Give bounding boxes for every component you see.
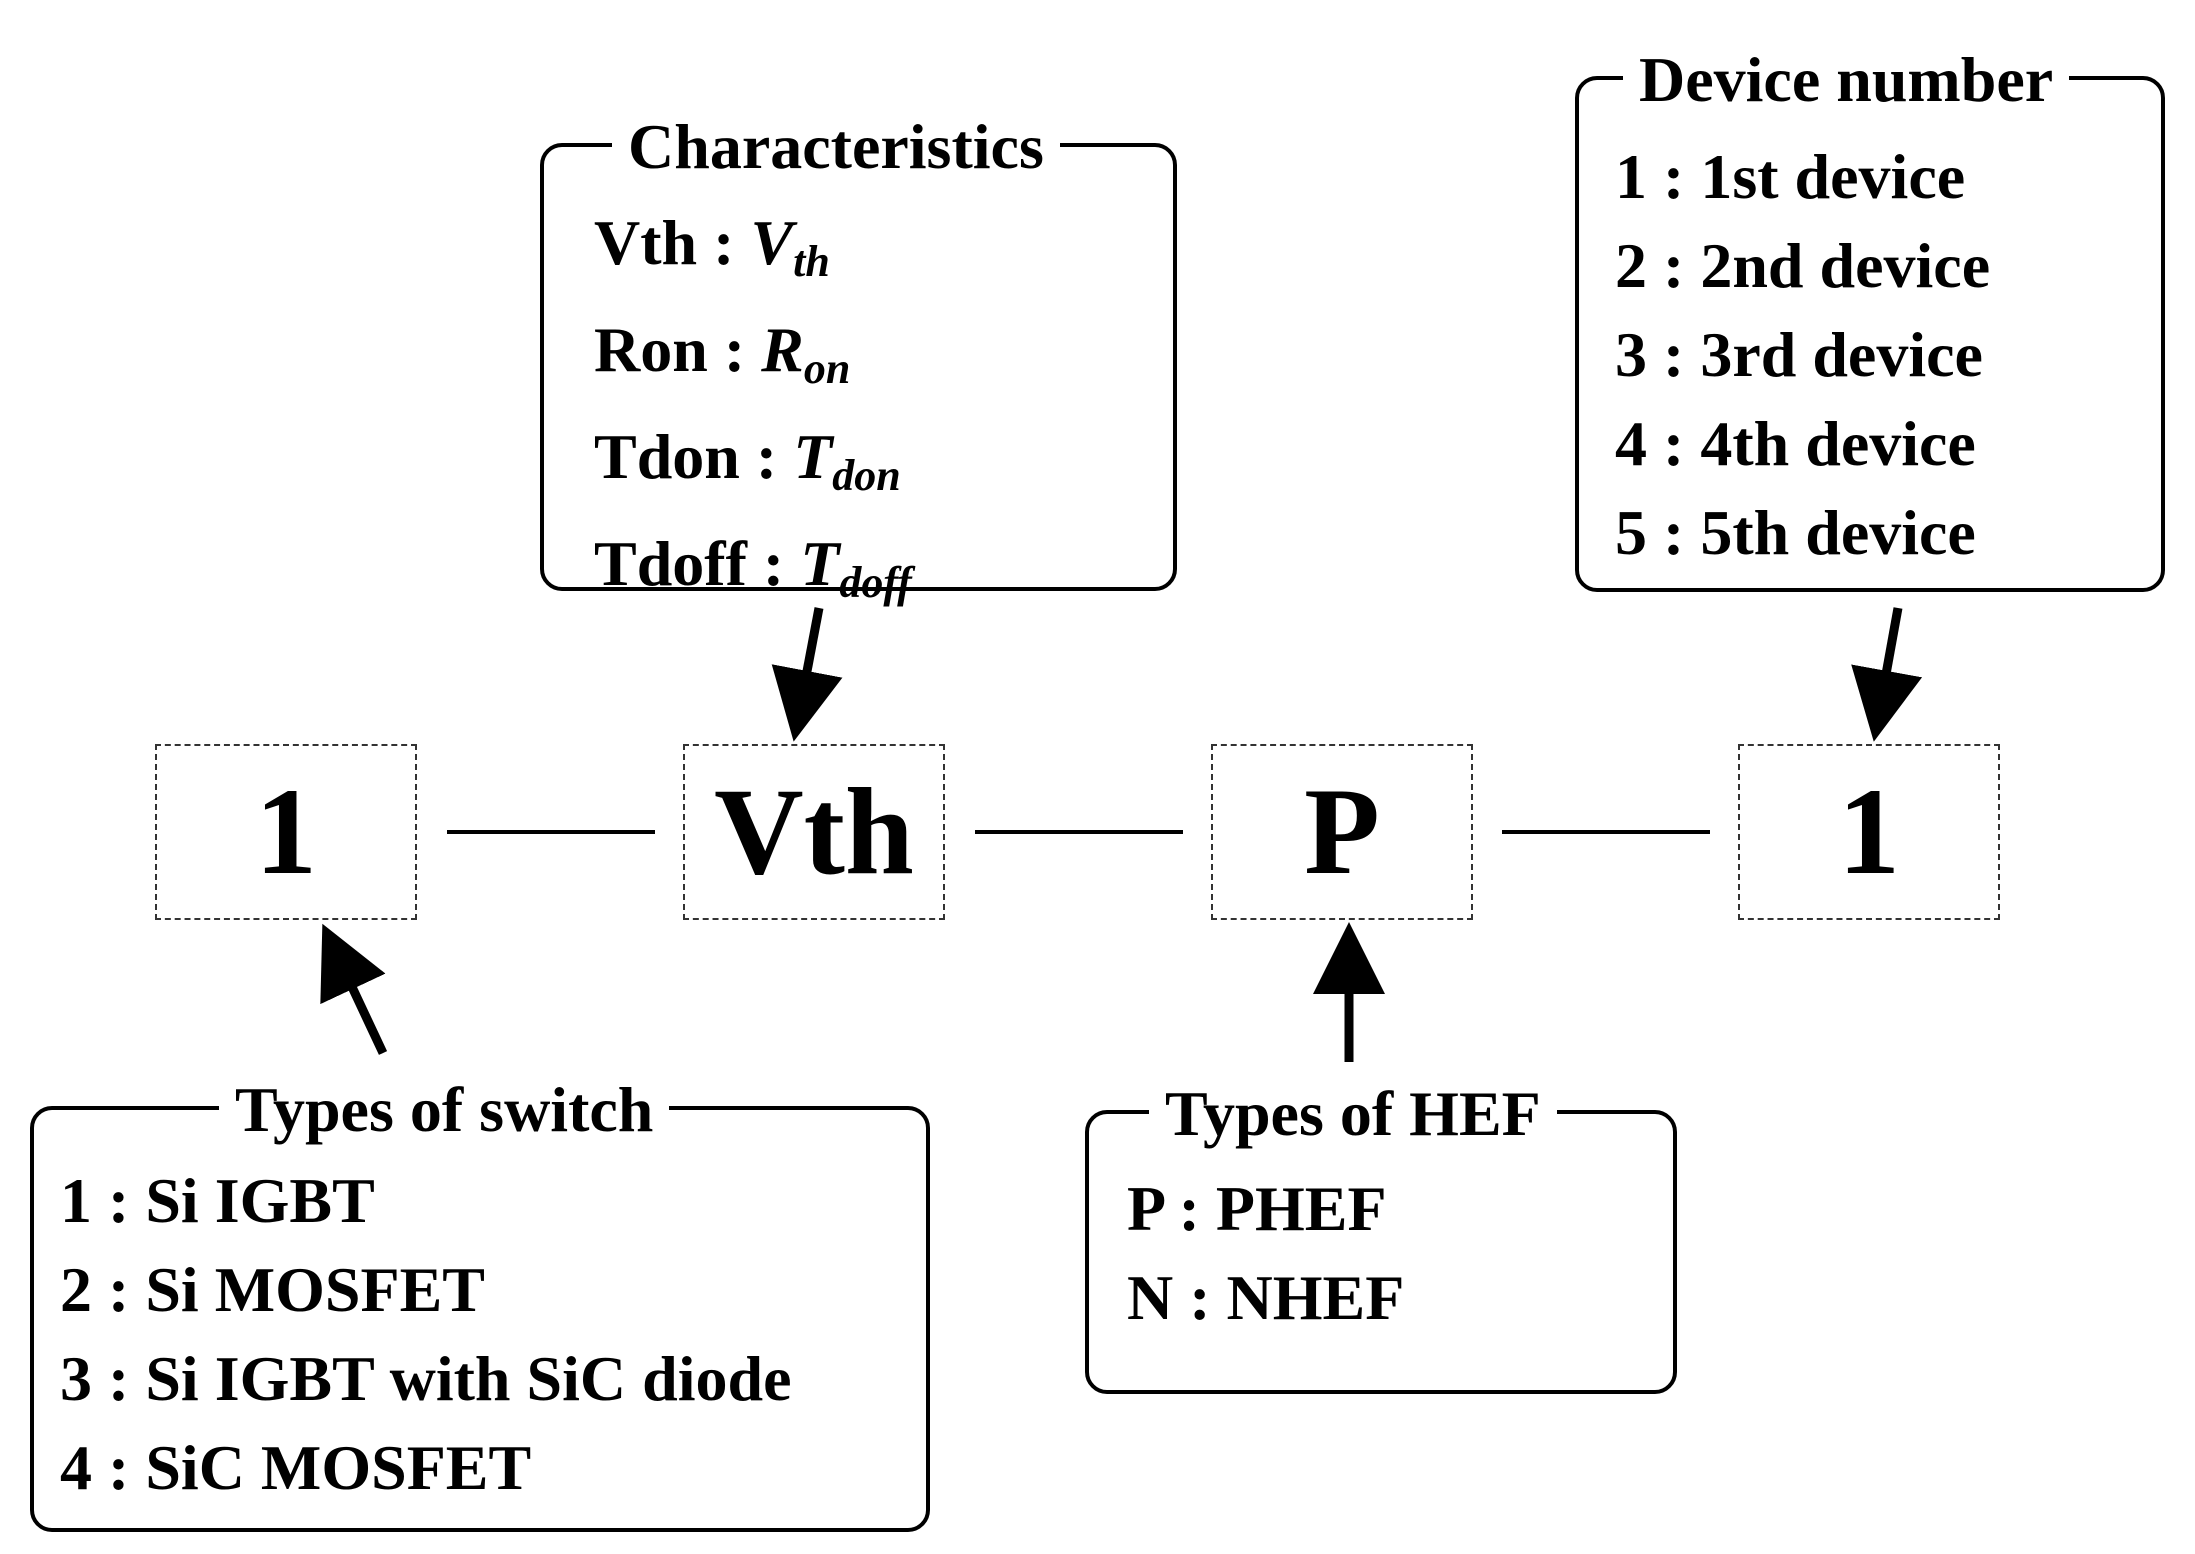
hef-type-item: P : PHEF xyxy=(1127,1173,1387,1244)
code-device-number-value: 1 xyxy=(1838,763,1900,900)
device-number-item: 4 : 4th device xyxy=(1615,408,1976,479)
device-number-panel: Device number 1 : 1st device 2 : 2nd dev… xyxy=(1575,46,2165,592)
hef-types-title: Types of HEF xyxy=(1149,1080,1557,1148)
switch-type-item: 4 : SiC MOSFET xyxy=(60,1432,532,1503)
switch-types-panel: Types of switch 1 : Si IGBT 2 : Si MOSFE… xyxy=(30,1076,930,1532)
hef-types-panel: Types of HEF P : PHEF N : NHEF xyxy=(1085,1080,1677,1394)
characteristics-title: Characteristics xyxy=(612,113,1060,181)
device-number-list: 1 : 1st device 2 : 2nd device 3 : 3rd de… xyxy=(1615,132,1990,577)
device-number-title: Device number xyxy=(1623,46,2070,114)
code-characteristic-value: Vth xyxy=(714,763,914,900)
device-number-item: 2 : 2nd device xyxy=(1615,230,1991,301)
characteristic-item: Vth : Vth xyxy=(594,199,912,306)
arrow-switch-types xyxy=(320,923,388,1055)
characteristics-panel: Characteristics Vth : Vth Ron : Ron Tdon… xyxy=(540,113,1177,607)
characteristic-symbol: Tdoff xyxy=(800,528,912,607)
hef-type-item: N : NHEF xyxy=(1127,1262,1405,1333)
characteristic-item: Tdoff : Tdoff xyxy=(594,520,912,627)
code-characteristic: Vth xyxy=(683,744,945,920)
characteristic-symbol: Ron xyxy=(761,314,851,393)
characteristic-symbol: Vth xyxy=(750,207,830,286)
device-number-item: 1 : 1st device xyxy=(1615,141,1966,212)
characteristic-key: Tdoff : xyxy=(594,528,785,599)
characteristic-key: Tdon : xyxy=(594,421,778,492)
device-number-item: 5 : 5th device xyxy=(1615,497,1976,568)
code-switch-type: 1 xyxy=(155,744,417,920)
switch-type-item: 1 : Si IGBT xyxy=(60,1165,375,1236)
characteristic-key: Ron : xyxy=(594,314,746,385)
characteristic-item: Ron : Ron xyxy=(594,306,912,413)
code-hef-type: P xyxy=(1211,744,1473,920)
arrow-device-number xyxy=(1851,607,1923,742)
device-number-item: 3 : 3rd device xyxy=(1615,319,1983,390)
characteristic-symbol: Tdon xyxy=(793,421,901,500)
characteristics-list: Vth : Vth Ron : Ron Tdon : Tdon Tdoff : … xyxy=(594,199,912,627)
arrow-characteristics xyxy=(771,607,843,742)
characteristic-item: Tdon : Tdon xyxy=(594,413,912,520)
switch-type-item: 2 : Si MOSFET xyxy=(60,1254,485,1325)
switch-types-title: Types of switch xyxy=(219,1076,670,1144)
characteristic-key: Vth : xyxy=(594,207,735,278)
switch-types-list: 1 : Si IGBT 2 : Si MOSFET 3 : Si IGBT wi… xyxy=(60,1156,791,1512)
code-hef-type-value: P xyxy=(1304,763,1380,900)
hef-types-list: P : PHEF N : NHEF xyxy=(1127,1164,1404,1342)
code-device-number: 1 xyxy=(1738,744,2000,920)
code-switch-type-value: 1 xyxy=(255,763,317,900)
switch-type-item: 3 : Si IGBT with SiC diode xyxy=(60,1343,792,1414)
